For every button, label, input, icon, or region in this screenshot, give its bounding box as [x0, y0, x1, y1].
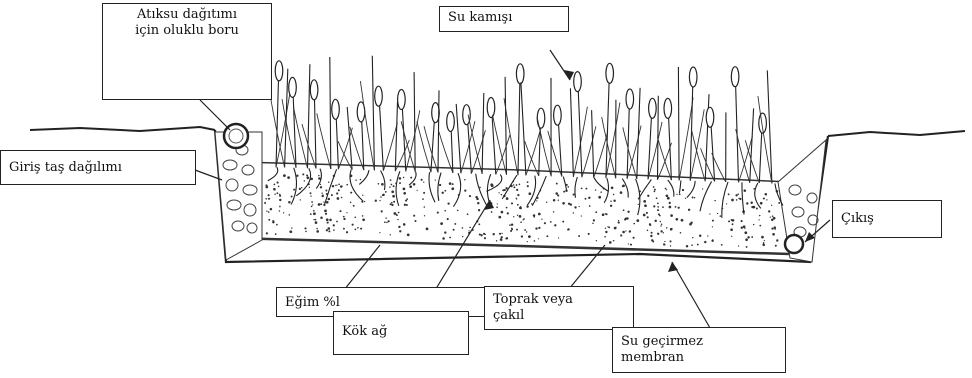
label-perforated-pipe: Atıksu dağıtımı için oluklu boru	[102, 3, 272, 100]
label-reed: Su kamışı	[439, 6, 569, 32]
label-root-network: Kök ağ	[333, 311, 469, 355]
label-soil-gravel: Toprak veya çakıl	[484, 286, 634, 330]
soil-gravel-dots	[264, 173, 780, 247]
membrane-line	[232, 238, 790, 254]
ground-left	[30, 127, 215, 131]
ground-right	[828, 131, 965, 136]
label-membrane: Su geçirmez membran	[612, 327, 786, 373]
label-outlet: Çıkış	[832, 200, 942, 238]
label-inlet-stone: Giriş taş dağılımı	[0, 150, 196, 185]
outlet-pipe-icon	[785, 235, 803, 253]
inlet-stone-zone	[215, 132, 262, 260]
reed-plants	[271, 56, 772, 184]
